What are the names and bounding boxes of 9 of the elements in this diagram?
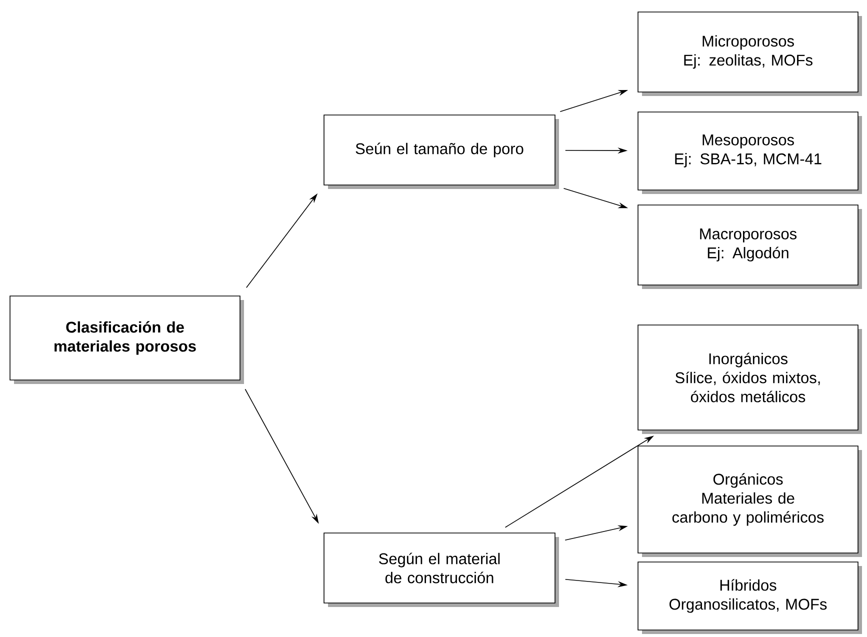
box: Seún el tamaño de poro — [324, 114, 559, 189]
box: Orgánicos Materiales de carbono y poliméricos — [638, 446, 862, 557]
box: Clasificación de materiales porosos — [10, 296, 244, 384]
box: Microporosos Ej: zeolitas, MOFs — [638, 12, 862, 96]
box: Inorgánicos Sílice, óxidos mixtos, óxidos metálicos — [638, 324, 862, 434]
box: Híbridos Organosilicatos, MOFs — [638, 562, 862, 634]
box: Según el material de construcción — [324, 532, 559, 607]
box: Mesoporosos Ej: SBA-15, MCM-41 — [638, 112, 862, 194]
box: Macroporosos Ej: Algodón — [638, 204, 862, 289]
